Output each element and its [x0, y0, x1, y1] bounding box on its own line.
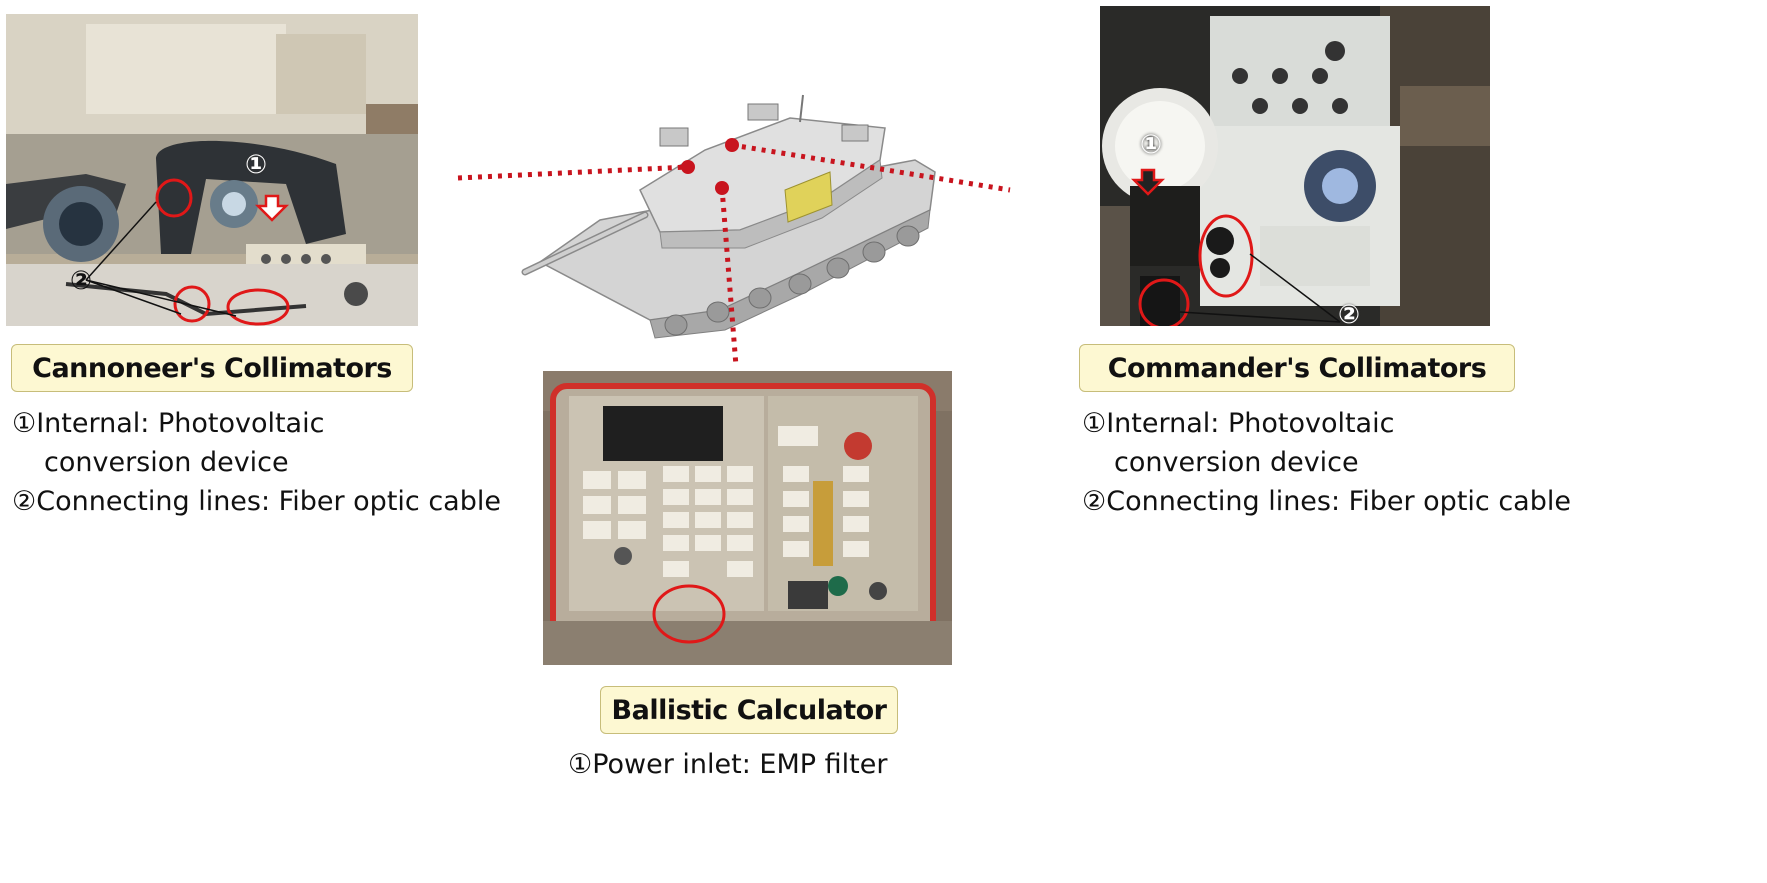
tank-body	[521, 94, 936, 339]
commander-photo	[1100, 6, 1490, 326]
commander-marker-1: ①	[1140, 130, 1163, 160]
cannoneer-item-1: ①Internal: Photovoltaic	[12, 408, 325, 439]
cannoneer-caption: Cannoneer's Collimators	[11, 344, 413, 392]
ballistic-caption: Ballistic Calculator	[600, 686, 898, 734]
ballistic-item-1: ①Power inlet: EMP filter	[568, 749, 888, 780]
leader-line-cannoneer	[457, 164, 689, 181]
cannoneer-description: ①Internal: Photovoltaic conversion devic…	[12, 404, 501, 521]
ballistic-photo	[543, 371, 952, 665]
commander-item-1: ①Internal: Photovoltaic	[1082, 408, 1395, 439]
leader-line-commander	[731, 142, 1011, 193]
cannoneer-point	[681, 160, 695, 174]
cannoneer-photo	[6, 14, 418, 326]
commander-description: ①Internal: Photovoltaic conversion devic…	[1082, 404, 1571, 521]
cannoneer-item-1-cont: conversion device	[44, 447, 289, 478]
commander-point	[725, 138, 739, 152]
commander-item-1-cont: conversion device	[1114, 447, 1359, 478]
commander-caption: Commander's Collimators	[1079, 344, 1515, 392]
ballistic-point	[715, 181, 729, 195]
commander-item-2: ②Connecting lines: Fiber optic cable	[1082, 486, 1571, 517]
cannoneer-item-2: ②Connecting lines: Fiber optic cable	[12, 486, 501, 517]
cannoneer-marker-1: ①	[245, 150, 268, 180]
ballistic-description: ①Power inlet: EMP filter	[568, 745, 887, 784]
commander-marker-2: ②	[1338, 300, 1361, 330]
cannoneer-marker-2: ②	[70, 266, 93, 296]
